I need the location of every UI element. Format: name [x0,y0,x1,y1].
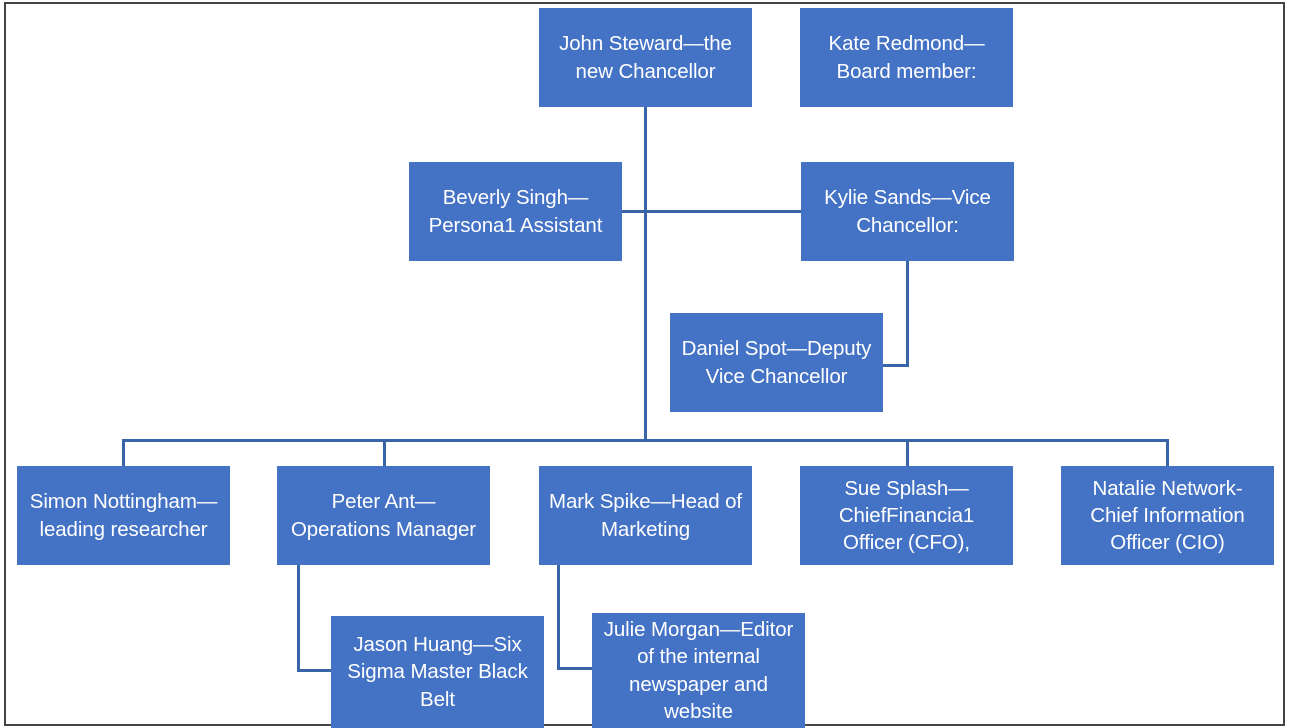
node-label-peter-ant: Peter Ant—Operations Manager [290,490,477,541]
connector-kylie-drop [906,261,909,367]
node-daniel-spot[interactable]: Daniel Spot—Deputy Vice Chancellor [670,313,883,412]
node-julie-morgan[interactable]: Julie Morgan—Editor of the internal news… [592,613,805,728]
node-label-beverly-singh: Beverly Singh—Persona1 Assistant [428,186,603,237]
node-label-sue-splash: Sue Splash—ChiefFinancia1 Officer (CFO), [838,476,975,555]
node-mark-spike[interactable]: Mark Spike—Head of Marketing [539,466,752,565]
connector-kylie-to-daniel [883,364,909,367]
node-label-julie-morgan: Julie Morgan—Editor of the internal news… [603,618,794,723]
connector-drop-sue [906,439,909,467]
node-label-kylie-sands: Kylie Sands—Vice Chancellor: [824,186,991,237]
node-label-jason-huang: Jason Huang—Six Sigma Master Black Belt [347,633,528,711]
node-label-natalie-network: Natalie Network-Chief Information Office… [1090,476,1245,555]
node-kate-redmond[interactable]: Kate Redmond—Board member: [800,8,1013,107]
connector-drop-peter [383,439,386,467]
node-kylie-sands[interactable]: Kylie Sands—Vice Chancellor: [801,162,1014,261]
connector-drop-simon [122,439,125,467]
connector-mark-drop [557,565,560,670]
node-beverly-singh[interactable]: Beverly Singh—Persona1 Assistant [409,162,622,261]
node-label-mark-spike: Mark Spike—Head of Marketing [548,490,743,541]
connector-drop-natalie [1166,439,1169,467]
node-jason-huang[interactable]: Jason Huang—Six Sigma Master Black Belt [331,616,544,728]
node-peter-ant[interactable]: Peter Ant—Operations Manager [277,466,490,565]
node-label-daniel-spot: Daniel Spot—Deputy Vice Chancellor [681,337,872,388]
connector-beverly-to-kylie [622,210,802,213]
connector-mark-to-julie [557,667,595,670]
node-john-steward[interactable]: John Steward—the new Chancellor [539,8,752,107]
connector-peter-to-jason [297,669,334,672]
node-sue-splash[interactable]: Sue Splash—ChiefFinancia1 Officer (CFO), [800,466,1013,565]
node-natalie-network[interactable]: Natalie Network-Chief Information Office… [1061,466,1274,565]
connector-peter-drop [297,565,300,672]
node-label-simon-nottingham: Simon Nottingham—leading researcher [29,490,218,541]
node-label-kate-redmond: Kate Redmond—Board member: [828,32,985,83]
connector-level4-bus [122,439,1169,442]
node-simon-nottingham[interactable]: Simon Nottingham—leading researcher [17,466,230,565]
connector-trunk-vertical [644,107,647,441]
node-label-john-steward: John Steward—the new Chancellor [559,32,732,83]
